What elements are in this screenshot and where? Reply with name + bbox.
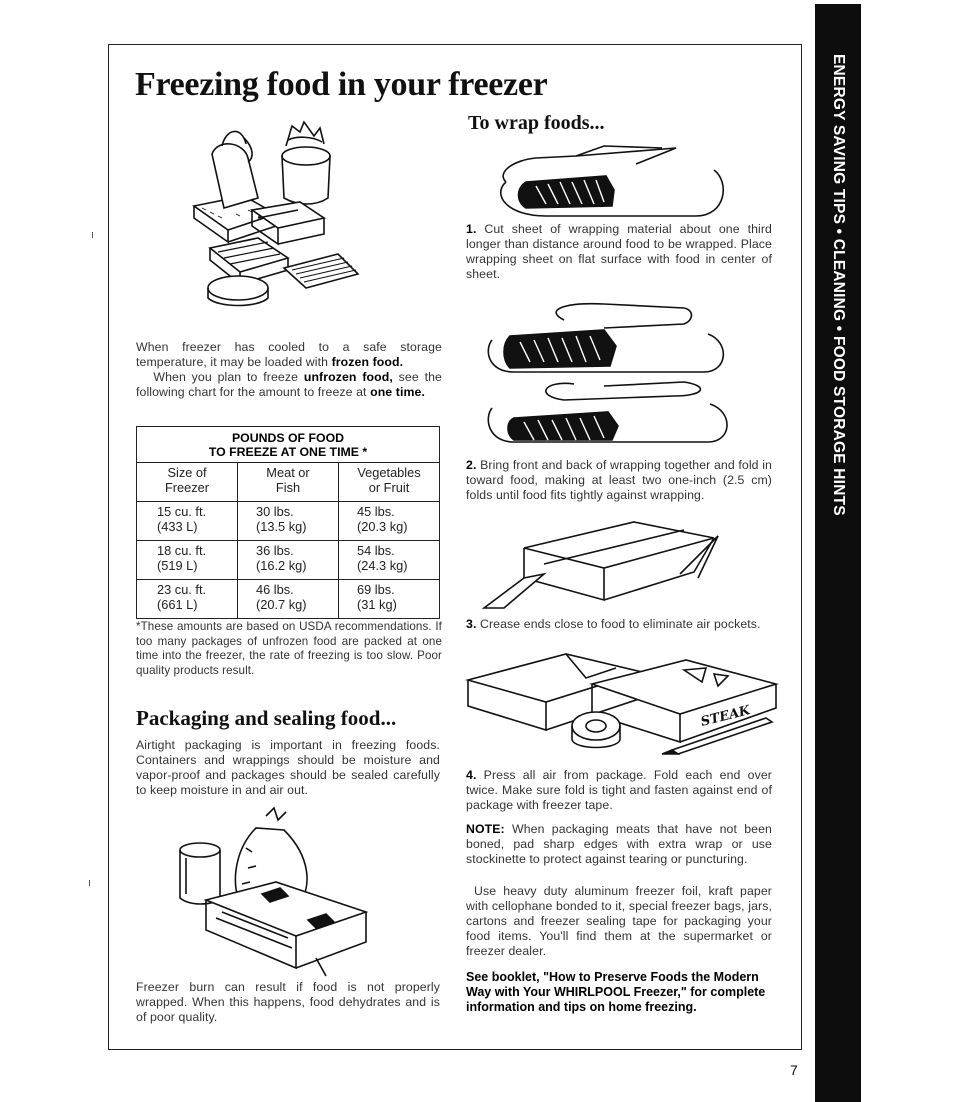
step-text: Bring front and back of wrapping togethe…	[466, 458, 772, 502]
table-cell-meat: 46 lbs.(20.7 kg)	[237, 579, 339, 619]
intro-p2-c: see the following chart for the amount t…	[136, 370, 442, 399]
step-text: Press all air from package. Fold each en…	[466, 768, 772, 812]
page-number: 7	[790, 1062, 798, 1078]
wrap-step4: 4. Press all air from package. Fold each…	[466, 768, 772, 813]
col3-line2: or Fruit	[368, 480, 410, 495]
step-number: 1.	[466, 222, 477, 236]
table-heading-line1: POUNDS OF FOOD	[231, 431, 345, 445]
table-heading: POUNDS OF FOOD TO FREEZE AT ONE TIME *	[136, 426, 440, 463]
note-text: When packaging meats that have not been …	[466, 822, 772, 866]
table-cell-meat: 36 lbs.(16.2 kg)	[237, 540, 339, 580]
intro-p2-b: unfrozen food,	[303, 370, 393, 384]
table-cell-size: 15 cu. ft.(433 L)	[136, 501, 238, 541]
step-number: 4.	[466, 768, 477, 782]
table-footnote: *These amounts are based on USDA recomme…	[136, 620, 442, 677]
freezer-burn-text: Freezer burn can result if food is not p…	[136, 980, 440, 1024]
intro-p1-a: When freezer has cooled to a safe storag…	[136, 340, 442, 369]
wrap-step1: 1. Cut sheet of wrapping material about …	[466, 222, 772, 282]
wrap-step3: 3. Crease ends close to food to eliminat…	[466, 617, 772, 632]
col1-line2: Freezer	[164, 480, 210, 495]
wrap-heading: To wrap foods...	[468, 112, 605, 134]
table-cell-veg: 45 lbs.(20.3 kg)	[338, 501, 440, 541]
table-row: 15 cu. ft.(433 L) 30 lbs.(13.5 kg) 45 lb…	[136, 501, 440, 541]
table-cell-veg: 69 lbs.(31 kg)	[338, 579, 440, 619]
table-cell-size: 18 cu. ft.(519 L)	[136, 540, 238, 580]
packaging-illustration	[179, 806, 369, 977]
materials-text: Use heavy duty aluminum freezer foil, kr…	[466, 884, 772, 958]
table-cell-veg: 54 lbs.(24.3 kg)	[338, 540, 440, 580]
wrap-step4-illustration: STEAK	[464, 653, 779, 755]
note-block: NOTE: When packaging meats that have not…	[466, 822, 772, 867]
note-label: NOTE:	[466, 822, 505, 836]
intro-text: When freezer has cooled to a safe storag…	[136, 340, 442, 400]
packaging-heading: Packaging and sealing food...	[136, 706, 397, 730]
step-text: Crease ends close to food to eliminate a…	[480, 617, 761, 631]
wrap-step2: 2. Bring front and back of wrapping toge…	[466, 458, 772, 503]
page-frame	[108, 44, 802, 1050]
intro-p2-d: one time.	[370, 385, 425, 399]
wrap-step2-illustration	[487, 302, 728, 443]
col2-line2: Fish	[275, 480, 301, 495]
margin-mark	[92, 232, 93, 238]
wrap-step3-illustration	[481, 521, 719, 609]
step-number: 3.	[466, 617, 477, 631]
col3-line1: Vegetables	[357, 465, 421, 480]
step-text: Cut sheet of wrapping material about one…	[466, 222, 772, 281]
col2-line1: Meat or	[266, 465, 310, 480]
frozen-food-illustration	[192, 120, 360, 307]
table-cell-size: 23 cu. ft.(661 L)	[136, 579, 238, 619]
wrap-step1-illustration	[500, 145, 725, 217]
freeze-amount-table: POUNDS OF FOOD TO FREEZE AT ONE TIME * S…	[136, 426, 440, 619]
col1-line1: Size of	[167, 465, 207, 480]
table-row: 18 cu. ft.(519 L) 36 lbs.(16.2 kg) 54 lb…	[136, 540, 440, 580]
booklet-reference: See booklet, "How to Preserve Foods the …	[466, 970, 766, 1014]
table-cell-meat: 30 lbs.(13.5 kg)	[237, 501, 339, 541]
intro-p2-a: When you plan to freeze	[153, 370, 304, 384]
step-number: 2.	[466, 458, 477, 472]
table-row: 23 cu. ft.(661 L) 46 lbs.(20.7 kg) 69 lb…	[136, 579, 440, 619]
intro-p1-b: frozen food.	[331, 355, 404, 369]
margin-mark	[89, 880, 90, 886]
side-tab-label: ENERGY SAVING TIPS • CLEANING • FOOD STO…	[830, 54, 847, 516]
table-heading-line2: TO FREEZE AT ONE TIME *	[208, 445, 368, 459]
page-title: Freezing food in your freezer	[135, 66, 548, 103]
packaging-body: Airtight packaging is important in freez…	[136, 738, 440, 797]
side-tab	[815, 4, 861, 1102]
